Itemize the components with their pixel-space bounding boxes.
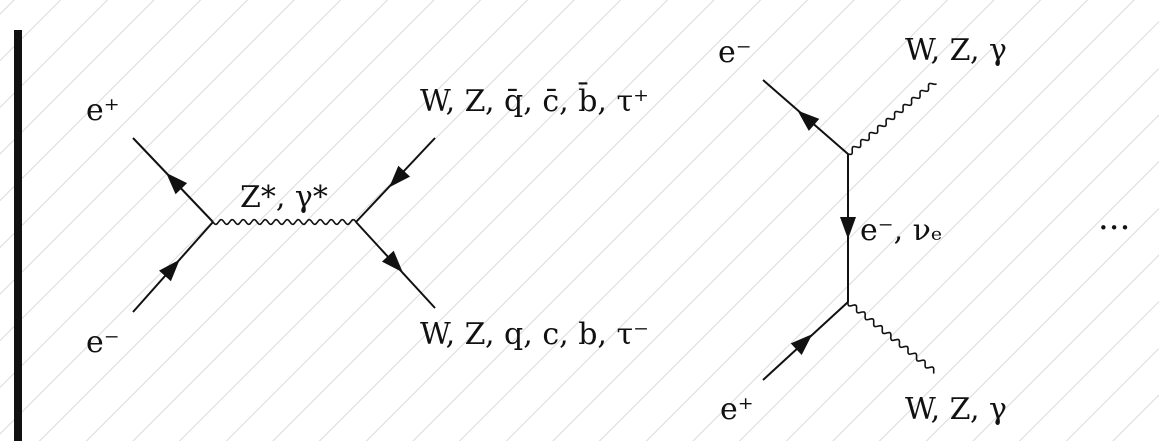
arrow-head-positron-right [790,334,813,356]
s-channel-propagator-wavy [212,218,357,226]
label-electron-right: e⁻ [718,35,752,70]
arrow-head-electron [159,259,180,282]
arrow-head-outgoing-bottom [381,250,403,273]
label-outgoing-bottom-left: W, Z, q, c, b, τ⁻ [420,317,649,352]
label-outgoing-bottom-right: W, Z, γ [905,392,1007,427]
label-electron-left: e⁻ [86,325,120,360]
label-s-channel-propagator: Z*, γ* [240,180,328,215]
left-border-bar [14,30,22,441]
arrow-head-propagator-right [840,217,856,239]
arrow-head-electron-right [797,110,820,131]
label-t-channel-propagator: e⁻, νₑ [860,213,943,248]
outgoing-boson-bottom-wavy [847,301,935,374]
label-outgoing-top-left: W, Z, q̄, c̄, b̄, τ⁺ [420,84,649,119]
label-positron-right: e⁺ [720,392,754,427]
label-positron-left: e⁺ [86,93,120,128]
t-channel-diagram [762,79,937,381]
arrow-head-outgoing-top [389,165,411,188]
s-channel-diagram [132,137,436,313]
label-outgoing-top-right: W, Z, γ [905,33,1007,68]
outgoing-boson-top-wavy [847,82,937,156]
arrow-head-positron [166,172,188,195]
more-diagrams-ellipsis: ··· [1098,208,1131,248]
